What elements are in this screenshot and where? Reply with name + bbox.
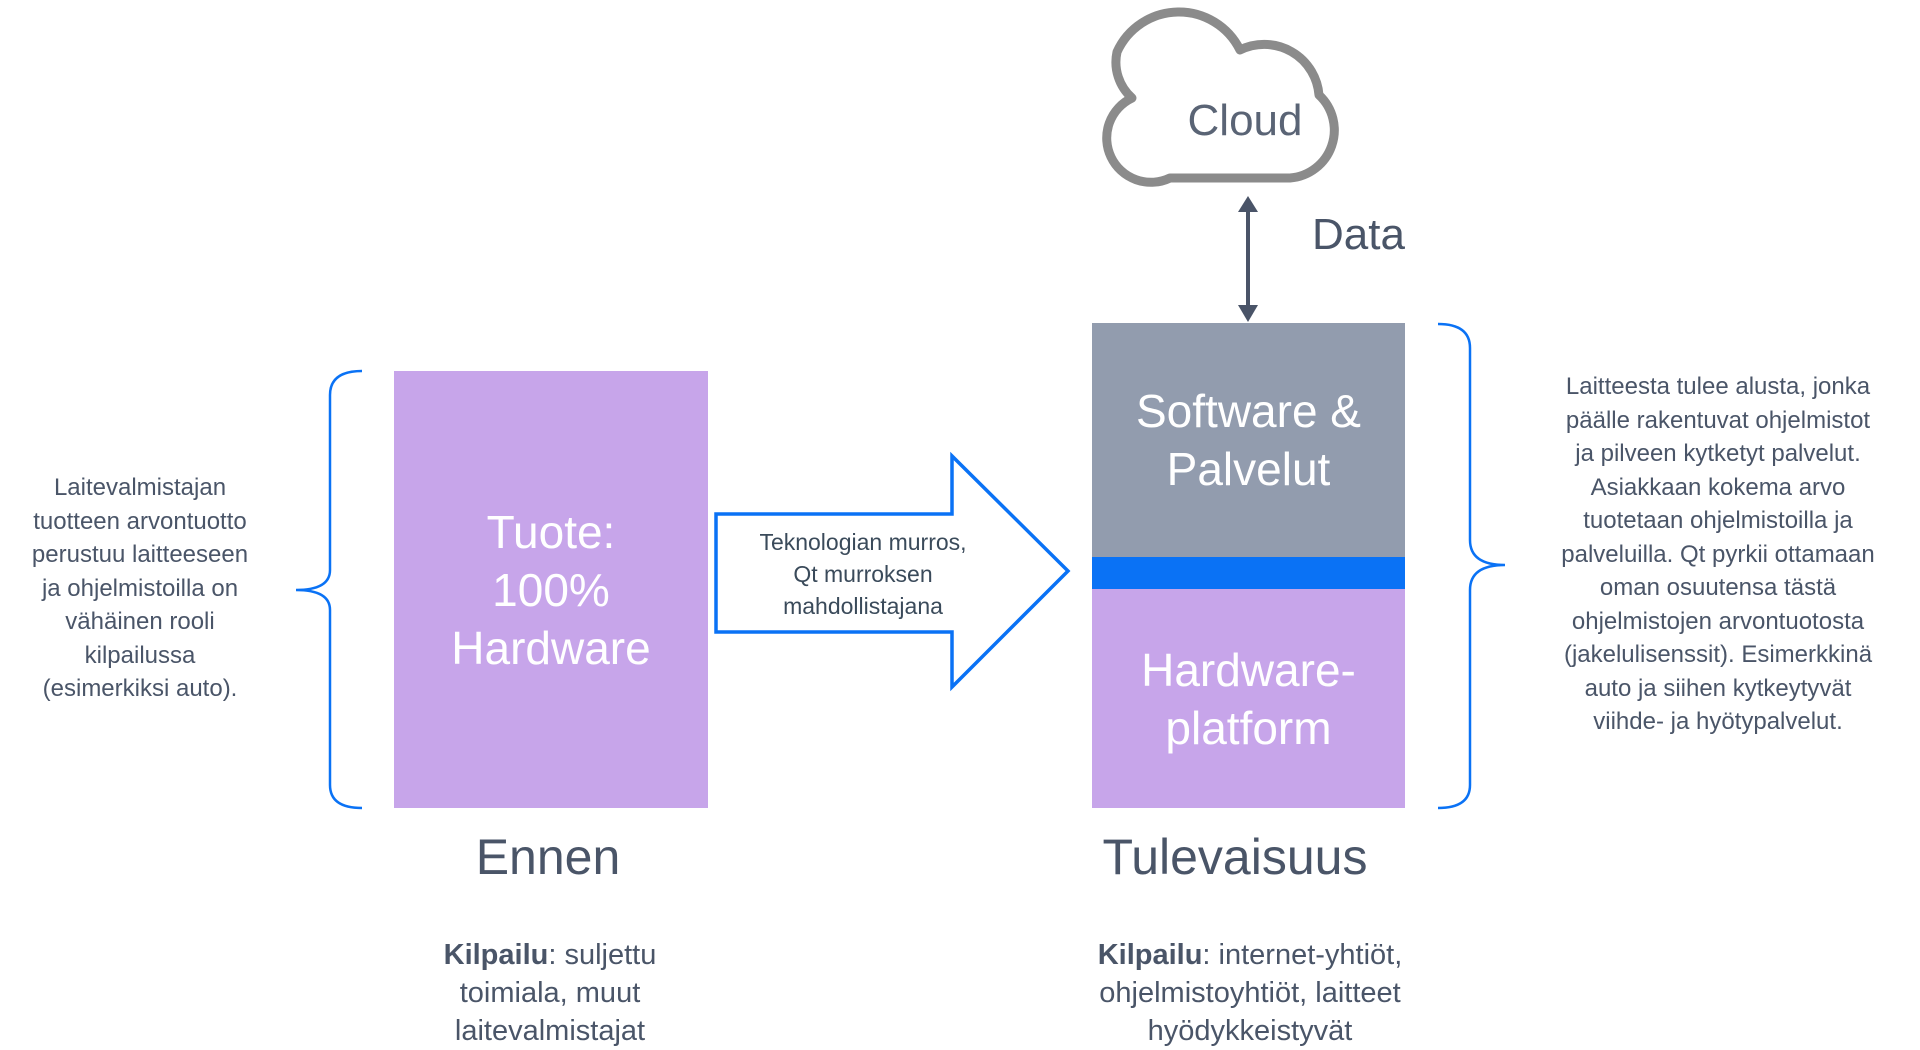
left-description-line: ja ohjelmistoilla on <box>41 574 239 602</box>
before-competition-line: Kilpailu: suljettu <box>395 936 705 974</box>
future-competition-line: hyödykkeistyvät <box>1147 1015 1353 1047</box>
competition-keyword: Kilpailu <box>1097 939 1203 971</box>
right-description-line: palveluilla. Qt pyrkii ottamaan <box>1561 540 1875 568</box>
right-description-line: auto ja siihen kytkeytyvät <box>1584 674 1852 702</box>
left-description-line: perustuu laitteeseen <box>31 541 249 568</box>
right-description-line: oman osuutensa tästä <box>1599 574 1837 601</box>
hardware-platform-box: Hardware- platform <box>1092 589 1405 808</box>
before-label: Ennen <box>475 829 621 885</box>
left-brace <box>295 369 363 810</box>
before-box-line: Tuote: <box>486 505 616 558</box>
right-brace <box>1437 322 1506 810</box>
competition-rest: : suljettu <box>548 939 657 971</box>
left-description-line: tuotteen arvontuotto <box>33 507 247 535</box>
before-box-line: 100% <box>492 563 610 616</box>
future-label: Tulevaisuus <box>1102 829 1368 885</box>
right-description-line: viihde- ja hyötypalvelut. <box>1593 708 1843 735</box>
left-description-line: (esimerkiksi auto). <box>42 675 238 702</box>
arrow-label-line: Teknologian murros, <box>759 529 967 555</box>
transition-arrow <box>714 451 1071 692</box>
transition-arrow-label: Teknologian murros, Qt murroksen mahdoll… <box>728 526 998 622</box>
before-product-box: Tuote: 100% Hardware <box>394 371 708 808</box>
software-services-box: Software & Palvelut <box>1092 323 1405 557</box>
left-description-line: Laitevalmistajan <box>53 474 227 501</box>
cloud-label: Cloud <box>1187 96 1303 145</box>
right-description: Laitteesta tulee alusta, jonka päälle ra… <box>1528 370 1908 739</box>
software-box-line: Software & <box>1136 385 1361 437</box>
right-description-line: (jakelulisenssit). Esimerkkinä <box>1563 641 1873 668</box>
arrow-label-line: mahdollistajana <box>783 593 943 619</box>
left-description-line: kilpailussa <box>84 641 196 669</box>
software-box-line: Palvelut <box>1166 443 1331 495</box>
hardware-box-line: Hardware- <box>1141 643 1356 696</box>
before-competition-line: toimiala, muut <box>459 977 641 1009</box>
right-description-line: päälle rakentuvat ohjelmistot <box>1565 406 1871 434</box>
right-description-line: tuotetaan ohjelmistoilla ja <box>1583 507 1853 534</box>
competition-rest: : internet-yhtiöt, <box>1202 939 1403 971</box>
right-description-line: Asiakkaan kokema arvo <box>1590 473 1846 501</box>
left-description-line: vähäinen rooli <box>65 608 215 635</box>
stack-divider <box>1092 557 1405 589</box>
before-box-line: Hardware <box>451 621 651 674</box>
right-description-line: ja pilveen kytketyt palvelut. <box>1575 440 1861 467</box>
future-competition-line: Kilpailu: internet-yhtiöt, <box>1060 936 1440 974</box>
hardware-box-line: platform <box>1165 701 1332 754</box>
data-label: Data <box>1312 210 1405 259</box>
competition-keyword: Kilpailu <box>443 939 549 971</box>
arrow-label-line: Qt murroksen <box>793 561 933 587</box>
cloud-icon <box>1102 7 1339 187</box>
future-competition-line: ohjelmistoyhtiöt, laitteet <box>1099 977 1401 1009</box>
left-description: Laitevalmistajan tuotteen arvontuotto pe… <box>0 471 280 706</box>
future-competition-text: Kilpailu: internet-yhtiöt, ohjelmistoyht… <box>1060 936 1440 1050</box>
before-competition-line: laitevalmistajat <box>454 1015 646 1047</box>
before-competition-text: Kilpailu: suljettu toimiala, muut laitev… <box>395 936 705 1050</box>
right-description-line: Laitteesta tulee alusta, jonka <box>1565 373 1871 400</box>
data-double-arrow <box>1238 196 1258 322</box>
right-description-line: ohjelmistojen arvontuotosta <box>1571 607 1865 635</box>
